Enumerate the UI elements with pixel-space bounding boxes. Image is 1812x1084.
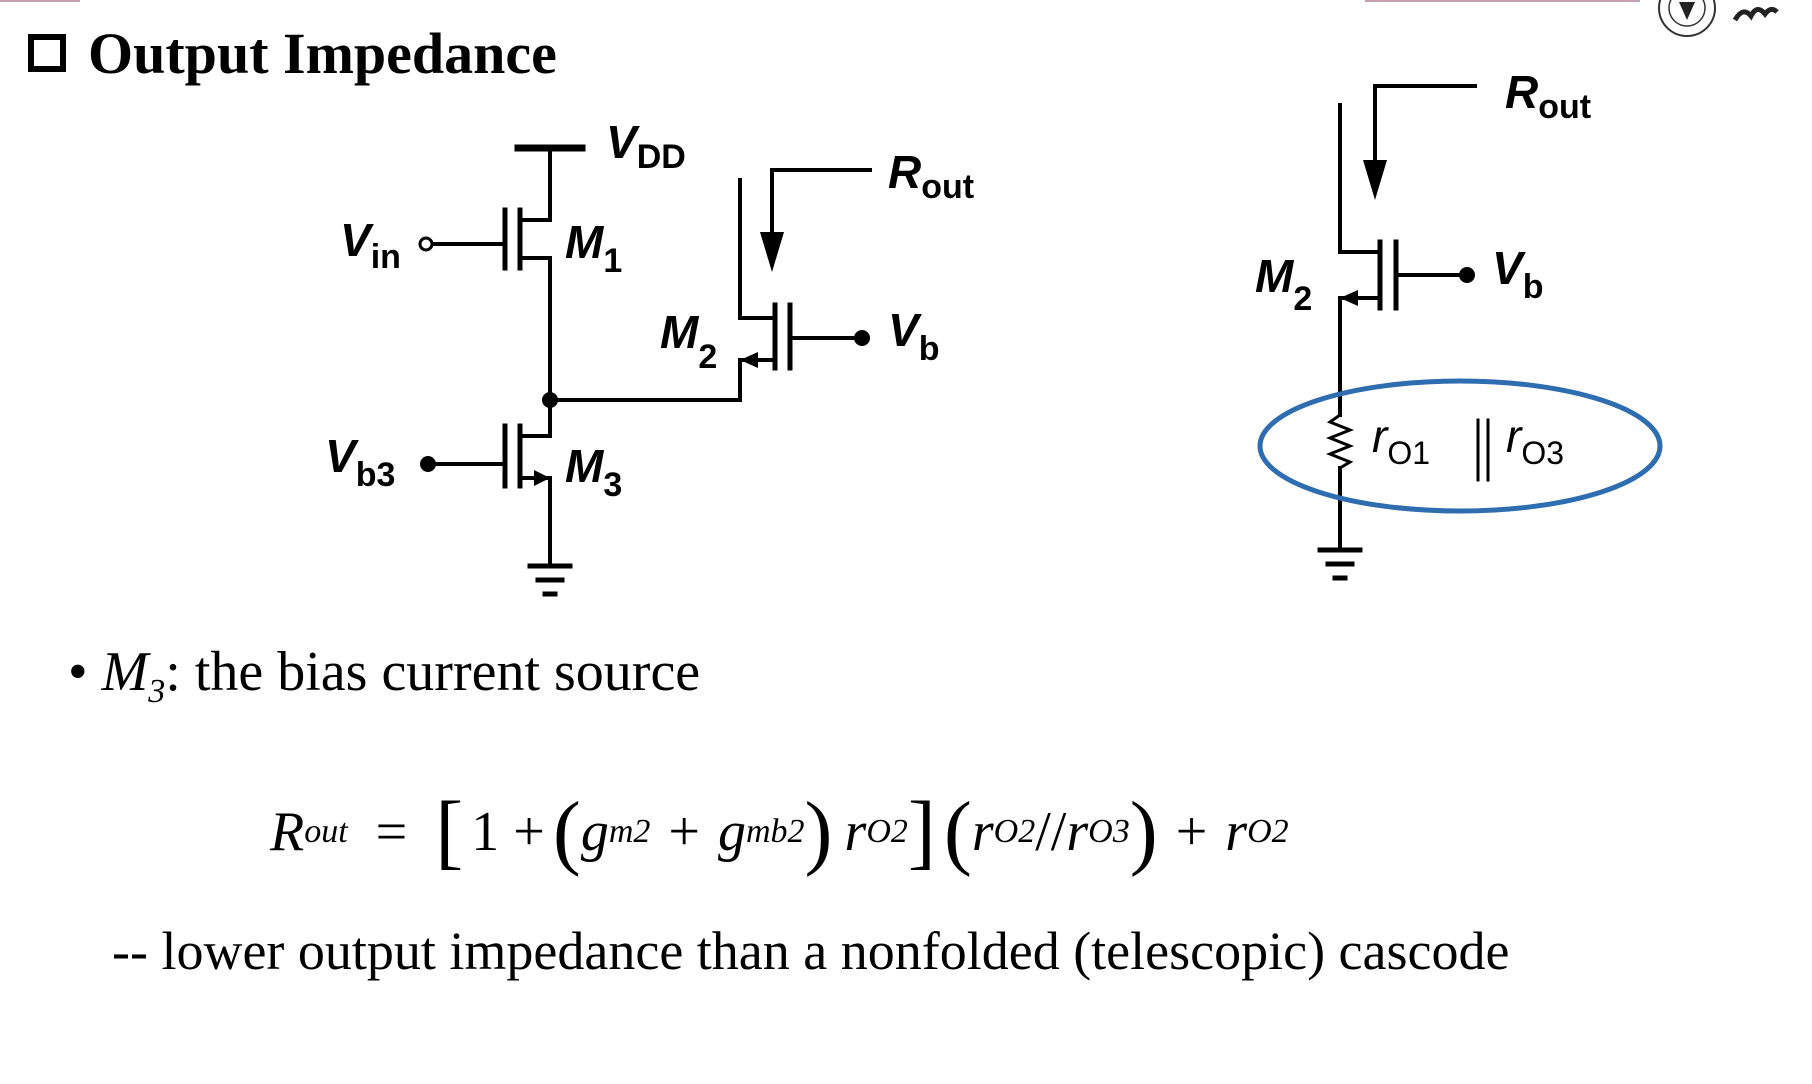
vin-sub: in bbox=[371, 238, 401, 276]
svg-text:Rout: Rout bbox=[888, 146, 974, 206]
bullet-var-sub: 3 bbox=[148, 673, 166, 711]
header-rule-left bbox=[0, 0, 80, 2]
vb-label-left: V bbox=[888, 304, 922, 356]
m2r-source-arrow bbox=[1340, 290, 1358, 306]
m2r-sub: 2 bbox=[1293, 280, 1312, 318]
rout-sub-left: out bbox=[921, 168, 974, 206]
bullet-line: • M3: the bias current source bbox=[68, 640, 700, 711]
m3-sub: 3 bbox=[603, 466, 622, 504]
slide-title: Output Impedance bbox=[28, 18, 557, 88]
title-text: Output Impedance bbox=[88, 20, 557, 86]
eq-r2-sub: O2 bbox=[993, 813, 1036, 850]
vb3-terminal bbox=[420, 456, 436, 472]
m2-source-arrow bbox=[740, 352, 758, 368]
ro3-label: r bbox=[1506, 410, 1523, 462]
ro3-sub: O3 bbox=[1521, 435, 1564, 471]
rout-pointer-left bbox=[770, 168, 872, 242]
eq-left-bracket: [ bbox=[435, 785, 464, 878]
vb-sub-right: b bbox=[1523, 268, 1544, 306]
m2-sub: 2 bbox=[698, 338, 717, 376]
eq-r1: r bbox=[844, 801, 867, 863]
m2r-label: M bbox=[1255, 250, 1295, 302]
eq-plus-2: + bbox=[1175, 801, 1208, 863]
university-logo bbox=[1658, 0, 1779, 37]
vb3-label: V bbox=[325, 430, 359, 482]
svg-text:Vin: Vin bbox=[340, 214, 401, 276]
vb-terminal-right bbox=[1459, 267, 1475, 283]
eq-r2: r bbox=[971, 801, 994, 863]
svg-text:Rout: Rout bbox=[1505, 66, 1591, 126]
vb3-sub: b3 bbox=[356, 456, 396, 494]
junction-node bbox=[542, 392, 558, 408]
vdd-sub: DD bbox=[637, 138, 686, 176]
eq-plus: + bbox=[668, 801, 700, 863]
vin-terminal bbox=[418, 236, 434, 252]
eq-right-paren-2: ) bbox=[1129, 785, 1158, 878]
vdd-label: V bbox=[606, 116, 640, 168]
eq-r4: r bbox=[1225, 801, 1248, 863]
eq-left-paren-2: ( bbox=[943, 785, 972, 878]
header-rule-right bbox=[1365, 0, 1640, 2]
svg-text:M1: M1 bbox=[565, 216, 622, 280]
resistor-zigzag bbox=[1325, 412, 1355, 471]
eq-equals: = bbox=[375, 801, 408, 863]
eq-r1-sub: O2 bbox=[866, 813, 908, 850]
svg-text:rO1: rO1 bbox=[1372, 410, 1430, 471]
rout-label-right: R bbox=[1505, 66, 1538, 118]
svg-text:M2: M2 bbox=[660, 306, 717, 376]
m3-source-arrow bbox=[534, 470, 550, 486]
bullet-symbol: • bbox=[68, 641, 88, 703]
bullet-var: M bbox=[101, 641, 149, 703]
svg-text:Vb3: Vb3 bbox=[325, 430, 395, 494]
resistance-highlight-ellipse bbox=[1257, 378, 1663, 514]
rout-sub-right: out bbox=[1538, 88, 1591, 126]
m1-label: M bbox=[565, 216, 605, 268]
svg-text:Vb: Vb bbox=[888, 304, 939, 368]
vb-terminal-left bbox=[854, 330, 870, 346]
note-text: -- lower output impedance than a nonfold… bbox=[112, 921, 1510, 981]
ro1-label: r bbox=[1372, 410, 1389, 462]
eq-lhs-sub: out bbox=[304, 813, 348, 850]
eq-parallel: // bbox=[1035, 801, 1067, 863]
eq-g1: g bbox=[580, 801, 609, 863]
eq-right-paren: ) bbox=[804, 785, 833, 878]
eq-one-plus: 1 + bbox=[471, 801, 545, 863]
eq-r3: r bbox=[1066, 801, 1089, 863]
vin-label: V bbox=[340, 214, 374, 266]
eq-r4-sub: O2 bbox=[1247, 813, 1289, 850]
svg-text:M2: M2 bbox=[1255, 250, 1312, 318]
vb-sub-left: b bbox=[919, 330, 940, 368]
svg-text:M3: M3 bbox=[565, 440, 622, 504]
eq-g1-sub: m2 bbox=[608, 813, 651, 850]
svg-text:Vb: Vb bbox=[1492, 242, 1543, 306]
rout-arrowhead-left bbox=[760, 232, 784, 272]
ro1-sub: O1 bbox=[1387, 435, 1430, 471]
rout-label-left: R bbox=[888, 146, 921, 198]
m2-label: M bbox=[660, 306, 700, 358]
vb-label-right: V bbox=[1492, 242, 1526, 294]
eq-left-paren: ( bbox=[552, 785, 581, 878]
rout-arrowhead-right bbox=[1363, 160, 1387, 200]
eq-g2-sub: mb2 bbox=[745, 813, 805, 850]
svg-text:VDD: VDD bbox=[606, 116, 686, 176]
svg-text:rO3: rO3 bbox=[1506, 410, 1564, 471]
eq-lhs: R bbox=[270, 801, 305, 863]
circuit-diagram: VDD Vin M1 M2 Vb Vb3 M3 Rout Rout M2 Vb … bbox=[325, 66, 1663, 597]
bullet-text: : the bias current source bbox=[165, 641, 701, 703]
m1-sub: 1 bbox=[603, 242, 622, 280]
eq-g2: g bbox=[717, 801, 746, 863]
eq-right-bracket: ] bbox=[907, 785, 936, 878]
title-checkbox-icon bbox=[28, 34, 66, 72]
rout-pointer-right bbox=[1373, 84, 1477, 162]
m3-label: M bbox=[565, 440, 605, 492]
eq-r3-sub: O3 bbox=[1088, 813, 1130, 850]
